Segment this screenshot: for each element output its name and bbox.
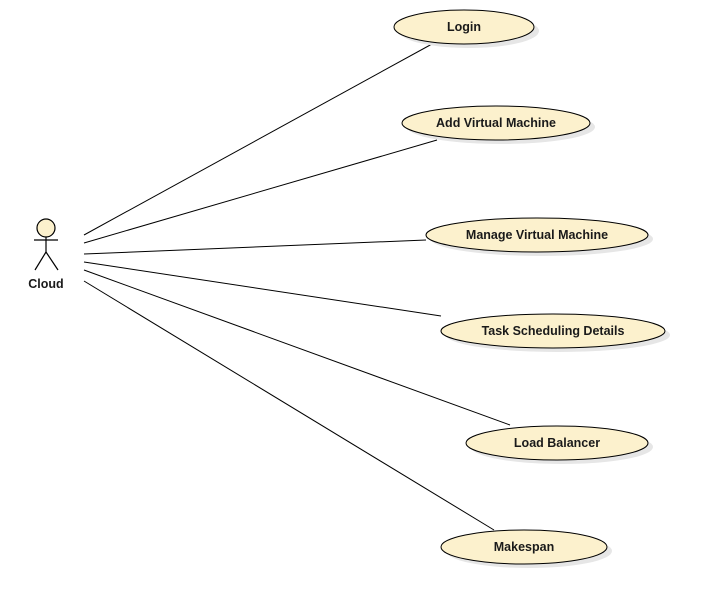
associations xyxy=(83,43,511,531)
use-case-ellipse xyxy=(393,9,535,45)
use-case-ellipse xyxy=(465,425,649,461)
association-add-virtual-machine xyxy=(83,139,438,244)
actor-cloud: Cloud xyxy=(28,218,64,291)
actor-right-leg xyxy=(45,251,59,271)
use-case-label: Login xyxy=(447,20,481,34)
association-manage-virtual-machine xyxy=(83,239,427,255)
use-case-label: Manage Virtual Machine xyxy=(466,228,608,242)
actor-left-leg xyxy=(34,251,47,271)
use-case-load-balancer: Load Balancer xyxy=(465,425,653,464)
association-makespan xyxy=(83,280,495,531)
use-case-label: Makespan xyxy=(494,540,554,554)
use-case-login: Login xyxy=(393,9,539,48)
association-login xyxy=(83,43,433,236)
association-task-scheduling-details xyxy=(83,261,442,317)
use-case-task-scheduling-details: Task Scheduling Details xyxy=(440,313,670,352)
use-case-ellipse xyxy=(440,529,608,565)
use-case-makespan: Makespan xyxy=(440,529,612,568)
actor-head xyxy=(36,218,56,238)
use-case-label: Add Virtual Machine xyxy=(436,116,556,130)
use-case-ellipse xyxy=(401,105,591,141)
association-load-balancer xyxy=(83,269,511,426)
actor-label: Cloud xyxy=(28,277,63,291)
use-case-label: Load Balancer xyxy=(514,436,600,450)
use-case-ellipse xyxy=(440,313,666,349)
use-case-ellipse xyxy=(425,217,649,253)
use-case-add-virtual-machine: Add Virtual Machine xyxy=(401,105,595,144)
use-case-manage-virtual-machine: Manage Virtual Machine xyxy=(425,217,653,256)
use-case-label: Task Scheduling Details xyxy=(482,324,625,338)
